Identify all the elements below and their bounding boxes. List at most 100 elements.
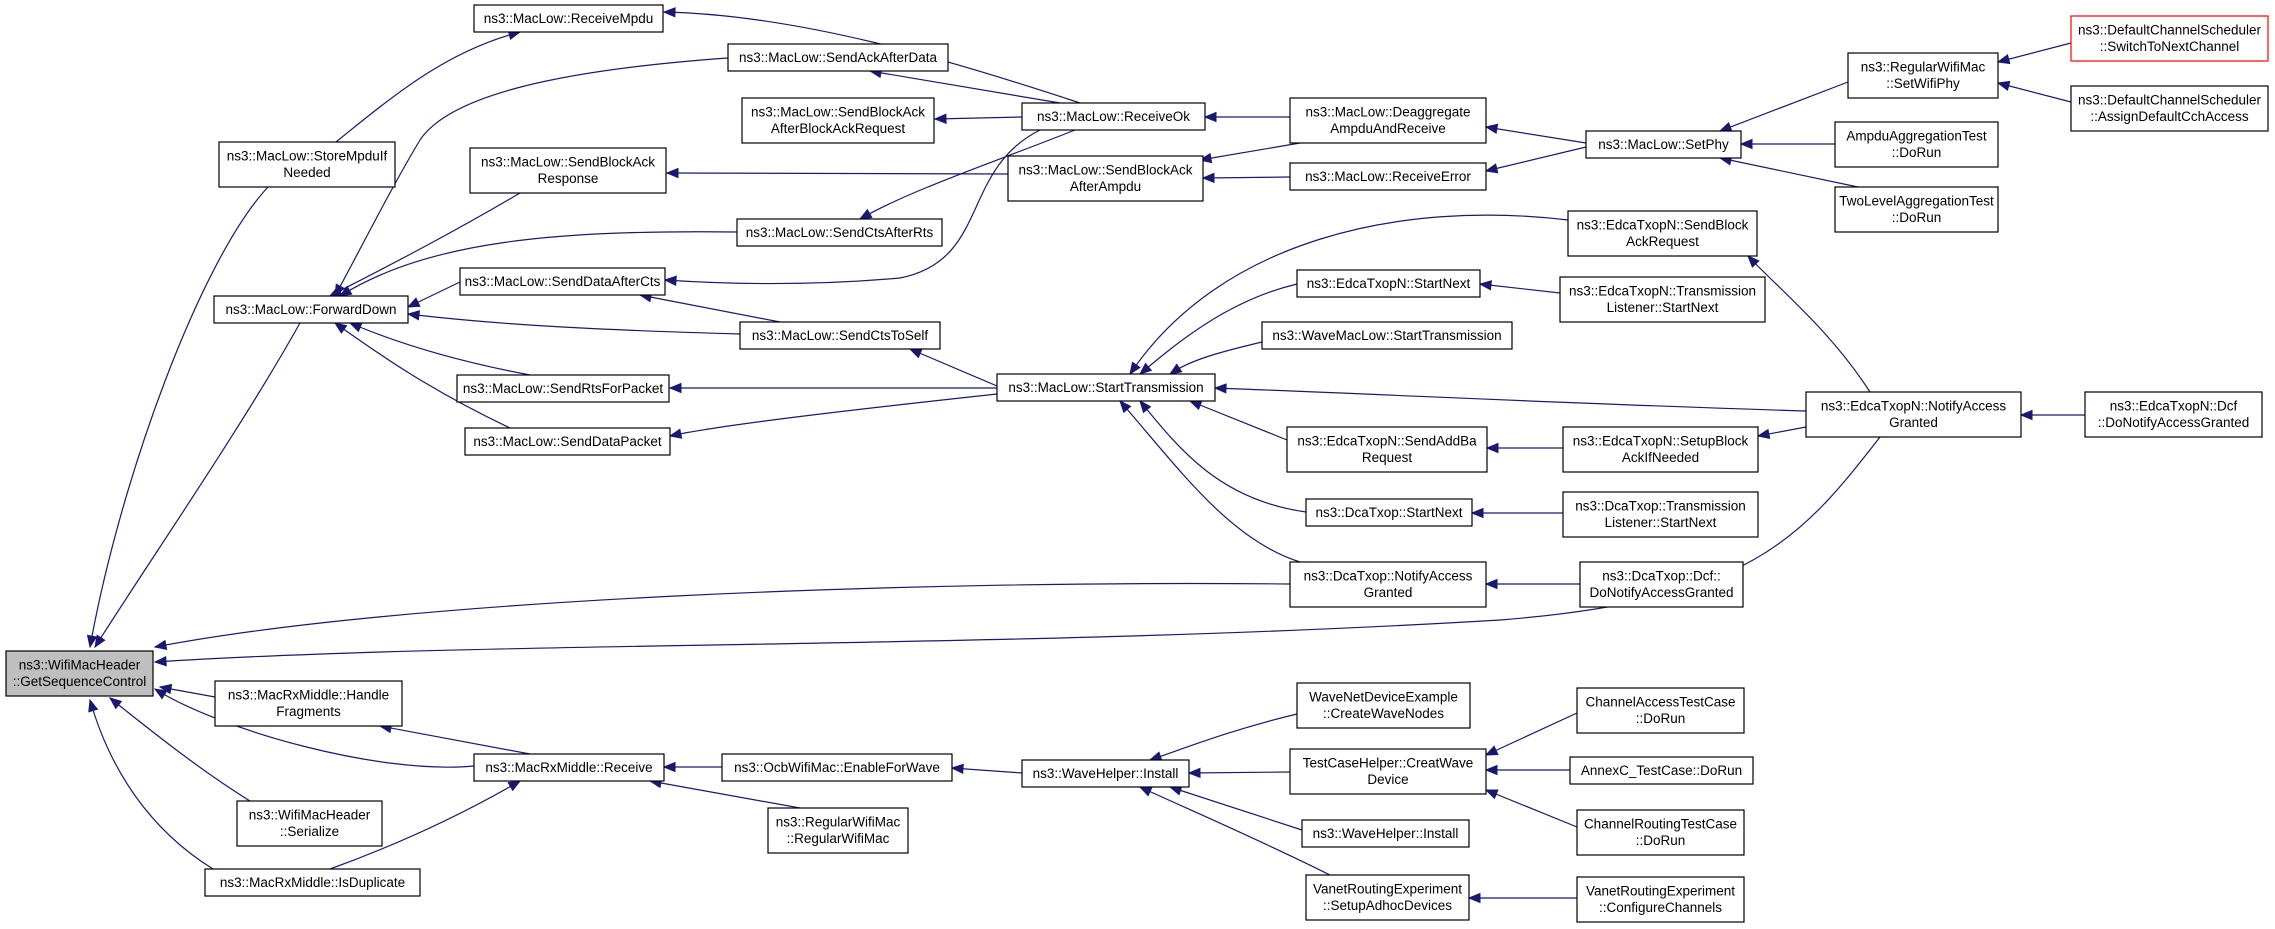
node-twolevelagg[interactable]: TwoLevelAggregationTest::DoRun	[1834, 186, 1999, 233]
node-label: ::AssignDefaultCchAccess	[2090, 109, 2249, 124]
node-dcatlstartnext[interactable]: ns3::DcaTxop::TransmissionListener::Star…	[1562, 491, 1759, 538]
node-label: TwoLevelAggregationTest	[1839, 194, 1994, 209]
edge-isduplicate-to-root	[88, 698, 214, 870]
node-sendrtsforpacket[interactable]: ns3::MacLow::SendRtsForPacket	[456, 374, 670, 403]
edge-receiveok-to-sendbaafterbar	[933, 113, 1023, 124]
node-sendctsafterrts[interactable]: ns3::MacLow::SendCtsAfterRts	[736, 218, 943, 247]
node-label: ns3::MacLow::StartTransmission	[1008, 380, 1203, 395]
edge-senddatapacket-to-forwarddown	[333, 322, 511, 429]
edge-setphy-to-deaggregate	[1484, 123, 1587, 144]
node-label: ChannelAccessTestCase	[1585, 695, 1735, 710]
node-label: ::DoNotifyAccessGranted	[2098, 415, 2250, 430]
edge-edcanotify-to-edcasetupblock	[1756, 426, 1807, 440]
node-label: ns3::EdcaTxopN::Dcf	[2110, 399, 2238, 414]
edge-serialize-to-root	[108, 697, 251, 802]
node-label: ns3::EdcaTxopN::SetupBlock	[1573, 434, 1749, 449]
edge-edcatlstartnext-to-edcastartnext	[1478, 280, 1561, 294]
edge-dcanotify-to-root	[153, 582, 1291, 651]
edge-dcadcfnotify-to-dcanotify	[1484, 578, 1580, 590]
node-label: Needed	[283, 165, 330, 180]
node-label: AnnexC_TestCase::DoRun	[1581, 763, 1742, 778]
edge-edcasendaddba-to-starttransmission	[1188, 400, 1288, 441]
node-edcadcfnotify[interactable]: ns3::EdcaTxopN::Dcf::DoNotifyAccessGrant…	[2084, 391, 2263, 438]
node-label: ::Serialize	[280, 824, 339, 839]
node-label: VanetRoutingExperiment	[1313, 882, 1462, 897]
node-label: ns3::DefaultChannelScheduler	[2078, 23, 2262, 38]
edge-channelroutingtest-to-testcasehelper	[1484, 789, 1578, 828]
node-wavehelperinstall[interactable]: ns3::WaveHelper::Install	[1021, 759, 1190, 788]
node-channelroutingtest[interactable]: ChannelRoutingTestCase::DoRun	[1576, 809, 1745, 856]
node-wavehelperinstall2[interactable]: ns3::WaveHelper::Install	[1301, 819, 1470, 848]
node-edcastartnext[interactable]: ns3::EdcaTxopN::StartNext	[1296, 269, 1481, 298]
node-ampduaggtest[interactable]: AmpduAggregationTest::DoRun	[1834, 121, 1999, 168]
node-forwarddown[interactable]: ns3::MacLow::ForwardDown	[213, 295, 409, 324]
node-rxreceive[interactable]: ns3::MacRxMiddle::Receive	[473, 753, 665, 782]
edge-senddataafterctс-to-forwarddown	[406, 281, 461, 308]
node-senddataafterctс[interactable]: ns3::MacLow::SendDataAfterCts	[459, 267, 666, 296]
node-label: ::DoRun	[1892, 210, 1942, 225]
node-annexc[interactable]: AnnexC_TestCase::DoRun	[1569, 756, 1754, 785]
node-dcanotify[interactable]: ns3::DcaTxop::NotifyAccessGranted	[1289, 561, 1487, 608]
node-receivempdu[interactable]: ns3::MacLow::ReceiveMpdu	[473, 4, 664, 33]
node-label: ::RegularWifiMac	[787, 831, 890, 846]
edge-switchtonext-to-regularsetwifiphy	[1996, 42, 2072, 65]
node-sendackafterdata[interactable]: ns3::MacLow::SendAckAfterData	[727, 43, 949, 72]
node-regularctor[interactable]: ns3::RegularWifiMac::RegularWifiMac	[767, 807, 909, 854]
edge-wavehelperinstall-to-ocbenable	[950, 763, 1023, 775]
node-starttransmission[interactable]: ns3::MacLow::StartTransmission	[996, 373, 1216, 402]
node-regularsetwifiphy[interactable]: ns3::RegularWifiMac::SetWifiPhy	[1847, 52, 1999, 99]
node-dcadcfnotify[interactable]: ns3::DcaTxop::Dcf::DoNotifyAccessGranted	[1579, 561, 1744, 608]
node-channelaccesstest[interactable]: ChannelAccessTestCase::DoRun	[1576, 687, 1745, 734]
node-edcanotify[interactable]: ns3::EdcaTxopN::NotifyAccessGranted	[1805, 391, 2022, 438]
node-edcatlstartnext[interactable]: ns3::EdcaTxopN::TransmissionListener::St…	[1559, 276, 1766, 323]
node-dcastartnext[interactable]: ns3::DcaTxop::StartNext	[1305, 498, 1473, 527]
node-sendbaafterbar[interactable]: ns3::MacLow::SendBlockAckAfterBlockAckRe…	[741, 97, 935, 144]
node-isduplicate[interactable]: ns3::MacRxMiddle::IsDuplicate	[204, 868, 421, 897]
edge-wavemaclowstart-to-starttransmission	[1168, 341, 1263, 375]
edge-starttransmission-to-senddatapacket	[668, 393, 998, 439]
node-label: ns3::WaveMacLow::StartTransmission	[1272, 328, 1501, 343]
node-assigndefault[interactable]: ns3::DefaultChannelScheduler::AssignDefa…	[2070, 85, 2269, 132]
edge-sendctstoself-to-forwarddown	[406, 310, 741, 335]
node-vanetconfigure[interactable]: VanetRoutingExperiment::ConfigureChannel…	[1576, 876, 1745, 923]
node-switchtonext[interactable]: ns3::DefaultChannelScheduler::SwitchToNe…	[2070, 15, 2269, 62]
node-label: ns3::RegularWifiMac	[776, 815, 901, 830]
node-ocbenable[interactable]: ns3::OcbWifiMac::EnableForWave	[721, 753, 953, 782]
node-label: ns3::MacLow::SetPhy	[1598, 137, 1729, 152]
node-label: AmpduAggregationTest	[1846, 129, 1987, 144]
edge-receiveok-to-receivempdu	[662, 7, 1081, 104]
node-wavemaclowstart[interactable]: ns3::WaveMacLow::StartTransmission	[1261, 321, 1513, 350]
node-vanetsetup[interactable]: VanetRoutingExperiment::SetupAdhocDevice…	[1305, 874, 1470, 921]
node-label: ns3::MacLow::ReceiveOk	[1037, 109, 1190, 124]
node-label: AfterAmpdu	[1070, 179, 1141, 194]
node-label: ns3::EdcaTxopN::SendAddBa	[1297, 434, 1477, 449]
node-label: ::DoRun	[1636, 833, 1686, 848]
node-root[interactable]: ns3::WifiMacHeader::GetSequenceControl	[5, 650, 154, 697]
node-label: Request	[1362, 450, 1413, 465]
node-senddatapacket[interactable]: ns3::MacLow::SendDataPacket	[464, 427, 671, 456]
edge-rxreceive-to-root	[153, 688, 475, 768]
edge-edcanotify-to-starttransmission	[1213, 383, 1807, 412]
node-label: Response	[538, 171, 599, 186]
node-label: ns3::DcaTxop::NotifyAccess	[1304, 569, 1473, 584]
node-wavenetdevex[interactable]: WaveNetDeviceExample::CreateWaveNodes	[1296, 682, 1471, 729]
node-serialize[interactable]: ns3::WifiMacHeader::Serialize	[236, 800, 383, 847]
node-receiveerror[interactable]: ns3::MacLow::ReceiveError	[1289, 162, 1487, 191]
edge-ocbenable-to-rxreceive	[662, 761, 722, 773]
node-setphy[interactable]: ns3::MacLow::SetPhy	[1585, 130, 1742, 159]
edge-deaggregate-to-sendbaafterampdu	[1198, 142, 1301, 164]
node-label: ns3::EdcaTxopN::Transmission	[1569, 284, 1756, 299]
node-sendctstoself[interactable]: ns3::MacLow::SendCtsToSelf	[739, 321, 941, 350]
node-label: Listener::StartNext	[1605, 515, 1717, 530]
edge-handlefragments-to-root	[158, 683, 216, 698]
node-receiveok[interactable]: ns3::MacLow::ReceiveOk	[1021, 102, 1206, 131]
